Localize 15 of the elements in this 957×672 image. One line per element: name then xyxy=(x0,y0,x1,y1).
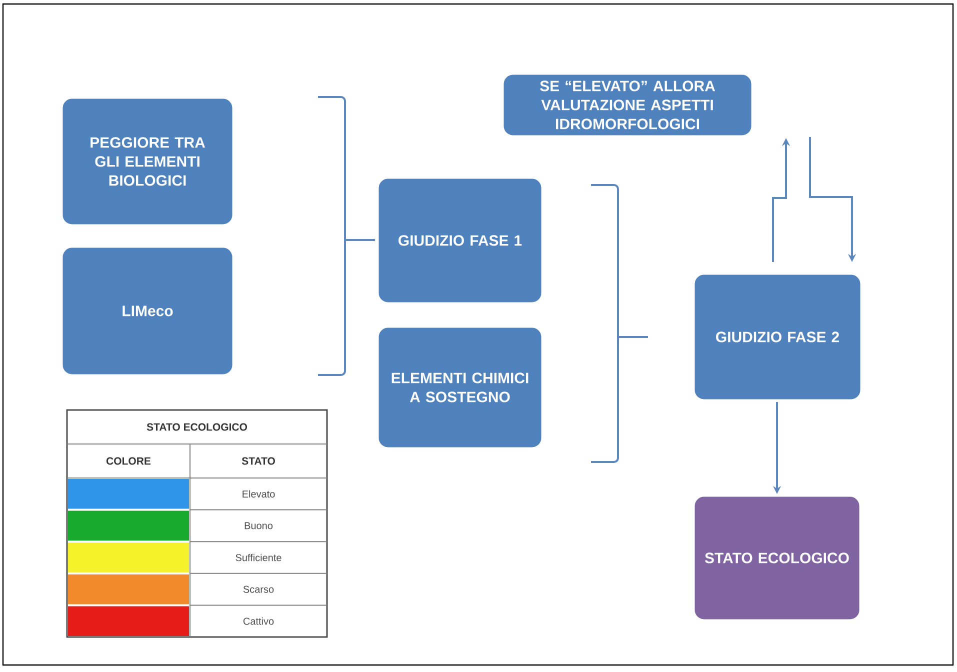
process-box: STATO ECOLOGICO xyxy=(693,495,861,621)
column-header: COLORE xyxy=(106,457,151,465)
legend-label: Buono xyxy=(244,522,273,530)
process-box: SE “ELEVATO” ALLORA VALUTAZIONE ASPETTI IDROMORFOLOGICI xyxy=(502,73,753,137)
column-header: STATO xyxy=(242,457,275,465)
table-title: STATO ECOLOGICO xyxy=(146,423,248,431)
legend-label: Sufficiente xyxy=(236,554,282,562)
process-box: LIMeco xyxy=(61,246,234,376)
process-box: ELEMENTI CHIMICI A SOSTEGNO xyxy=(377,326,543,449)
process-box: GIUDIZIO FASE 1 xyxy=(377,177,543,304)
process-box: GIUDIZIO FASE 2 xyxy=(693,273,862,401)
legend-label: Cattivo xyxy=(243,617,274,625)
process-box: PEGGIORE TRA GLI ELEMENTI BIOLOGICI xyxy=(61,97,234,226)
legend-label: Scarso xyxy=(243,586,274,593)
legend-label: Elevato xyxy=(242,490,275,498)
